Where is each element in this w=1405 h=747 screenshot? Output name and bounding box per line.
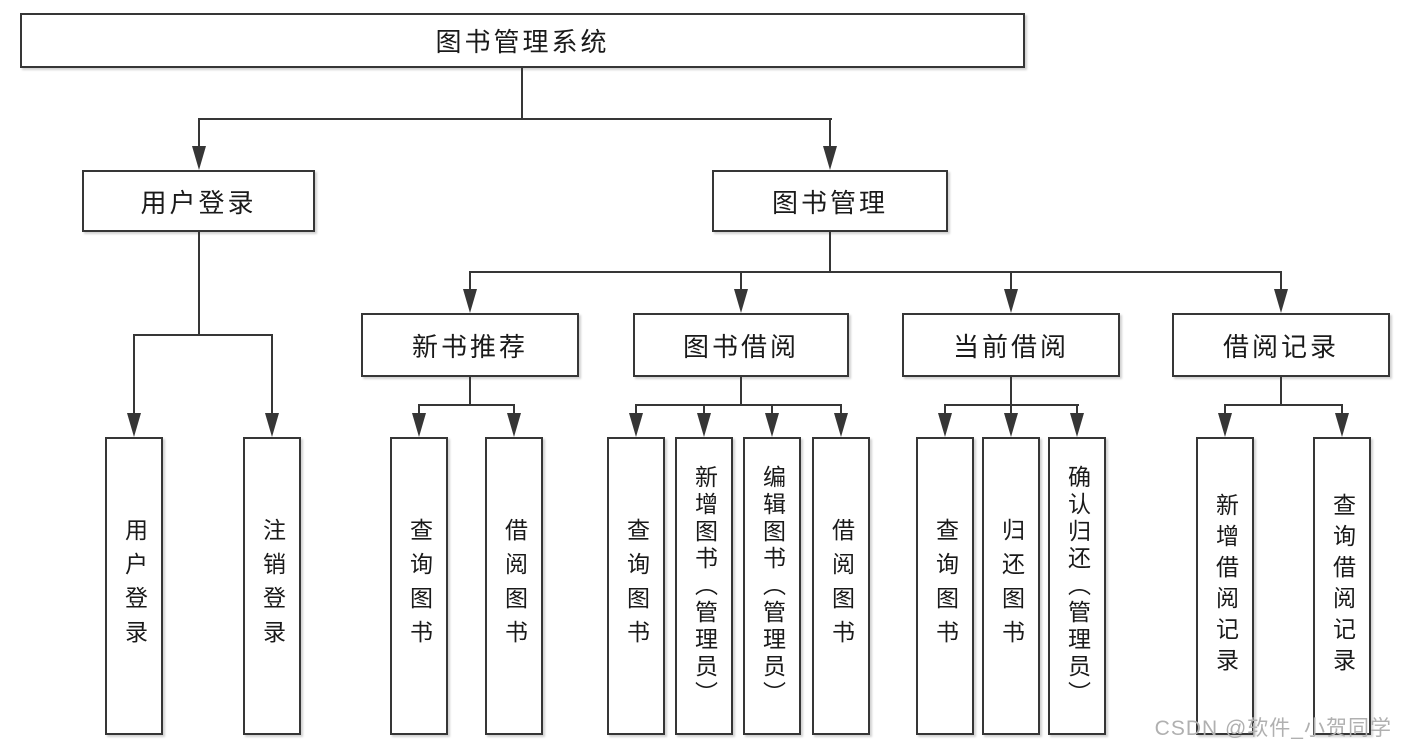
arrow-to-leaf-user-login: [127, 413, 141, 437]
leaf-label: 新增借阅记录: [1212, 493, 1239, 679]
connector-current-drop: [1010, 377, 1012, 406]
connector-root-drop: [521, 67, 523, 119]
arrow-to-leaf: [697, 413, 711, 437]
arrow-to-leaf-logout: [265, 413, 279, 437]
leaf-label: 新增图书（管理员）: [691, 464, 718, 708]
node-root: 图书管理系统: [20, 13, 1025, 68]
node-book-borrow: 图书借阅: [633, 313, 849, 377]
connector-leaf-shaft: [771, 404, 773, 416]
leaf-label: 借阅图书: [501, 518, 528, 654]
leaf-borrow-books-recommend: 借阅图书: [485, 437, 543, 735]
arrow-to-new-book-recommend: [463, 289, 477, 313]
connector-borrow-bus: [635, 404, 842, 406]
leaf-label: 归还图书: [998, 518, 1025, 654]
leaf-label: 编辑图书（管理员）: [759, 464, 786, 708]
node-borrow-records: 借阅记录: [1172, 313, 1390, 377]
connector-leaf-shaft: [840, 404, 842, 416]
connector-leaf-shaft: [703, 404, 705, 416]
leaf-logout: 注销登录: [243, 437, 301, 735]
arrow-to-leaf: [1070, 413, 1084, 437]
leaf-label: 注销登录: [259, 518, 286, 654]
connector-book-mgmt-shaft: [829, 118, 831, 148]
connector-user-login-drop: [198, 232, 200, 336]
connector-level3-shaft: [1280, 271, 1282, 293]
leaf-add-borrow-record: 新增借阅记录: [1196, 437, 1254, 735]
connector-user-login-shaft: [198, 118, 200, 148]
node-user-login: 用户登录: [82, 170, 315, 232]
leaf-user-login: 用户登录: [105, 437, 163, 735]
node-new-book-recommend: 新书推荐: [361, 313, 579, 377]
connector-leaf-shaft: [1341, 404, 1343, 416]
connector-recommend-drop: [469, 377, 471, 406]
connector-leaf-shaft: [513, 404, 515, 416]
arrow-to-leaf: [1218, 413, 1232, 437]
leaf-label: 借阅图书: [828, 518, 855, 654]
leaf-query-books-recommend: 查询图书: [390, 437, 448, 735]
leaf-add-book-admin: 新增图书（管理员）: [675, 437, 733, 735]
leaf-label: 用户登录: [121, 518, 148, 654]
connector-leaf-shaft: [271, 334, 273, 416]
leaf-query-borrow-record: 查询借阅记录: [1313, 437, 1371, 735]
connector-leaf-shaft: [418, 404, 420, 416]
arrow-to-leaf: [938, 413, 952, 437]
leaf-return-books: 归还图书: [982, 437, 1040, 735]
leaf-borrow-books: 借阅图书: [812, 437, 870, 735]
arrow-to-leaf: [834, 413, 848, 437]
leaf-label: 查询图书: [406, 518, 433, 654]
arrow-to-leaf: [412, 413, 426, 437]
connector-user-login-bus: [133, 334, 273, 336]
arrow-to-leaf: [765, 413, 779, 437]
node-book-management: 图书管理: [712, 170, 948, 232]
connector-book-mgmt-drop: [829, 232, 831, 273]
connector-level3-shaft: [469, 271, 471, 293]
connector-leaf-shaft: [1076, 404, 1078, 416]
arrow-to-user-login: [192, 146, 206, 170]
connector-leaf-shaft: [1010, 404, 1012, 416]
csdn-watermark: CSDN @软件_小贺同学: [1154, 717, 1392, 740]
arrow-to-current-borrow: [1004, 289, 1018, 313]
connector-borrow-drop: [740, 377, 742, 406]
arrow-to-leaf: [507, 413, 521, 437]
connector-level2-bus: [198, 118, 832, 120]
connector-level3-bus: [469, 271, 1282, 273]
arrow-to-leaf: [1004, 413, 1018, 437]
leaf-label: 查询借阅记录: [1329, 493, 1356, 679]
arrow-to-leaf: [1335, 413, 1349, 437]
connector-records-bus: [1224, 404, 1343, 406]
arrow-to-leaf: [629, 413, 643, 437]
connector-level3-shaft: [740, 271, 742, 293]
leaf-confirm-return-admin: 确认归还（管理员）: [1048, 437, 1106, 735]
leaf-label: 查询图书: [932, 518, 959, 654]
connector-recommend-bus: [418, 404, 515, 406]
node-current-borrow: 当前借阅: [902, 313, 1120, 377]
leaf-label: 确认归还（管理员）: [1064, 464, 1091, 708]
connector-level3-shaft: [1010, 271, 1012, 293]
connector-records-drop: [1280, 377, 1282, 406]
leaf-query-books-current: 查询图书: [916, 437, 974, 735]
connector-leaf-shaft: [1224, 404, 1226, 416]
leaf-edit-book-admin: 编辑图书（管理员）: [743, 437, 801, 735]
arrow-to-book-borrow: [734, 289, 748, 313]
connector-leaf-shaft: [635, 404, 637, 416]
arrow-to-borrow-records: [1274, 289, 1288, 313]
connector-leaf-shaft: [133, 334, 135, 416]
connector-leaf-shaft: [944, 404, 946, 416]
leaf-label: 查询图书: [623, 518, 650, 654]
arrow-to-book-mgmt: [823, 146, 837, 170]
leaf-query-books-borrow: 查询图书: [607, 437, 665, 735]
